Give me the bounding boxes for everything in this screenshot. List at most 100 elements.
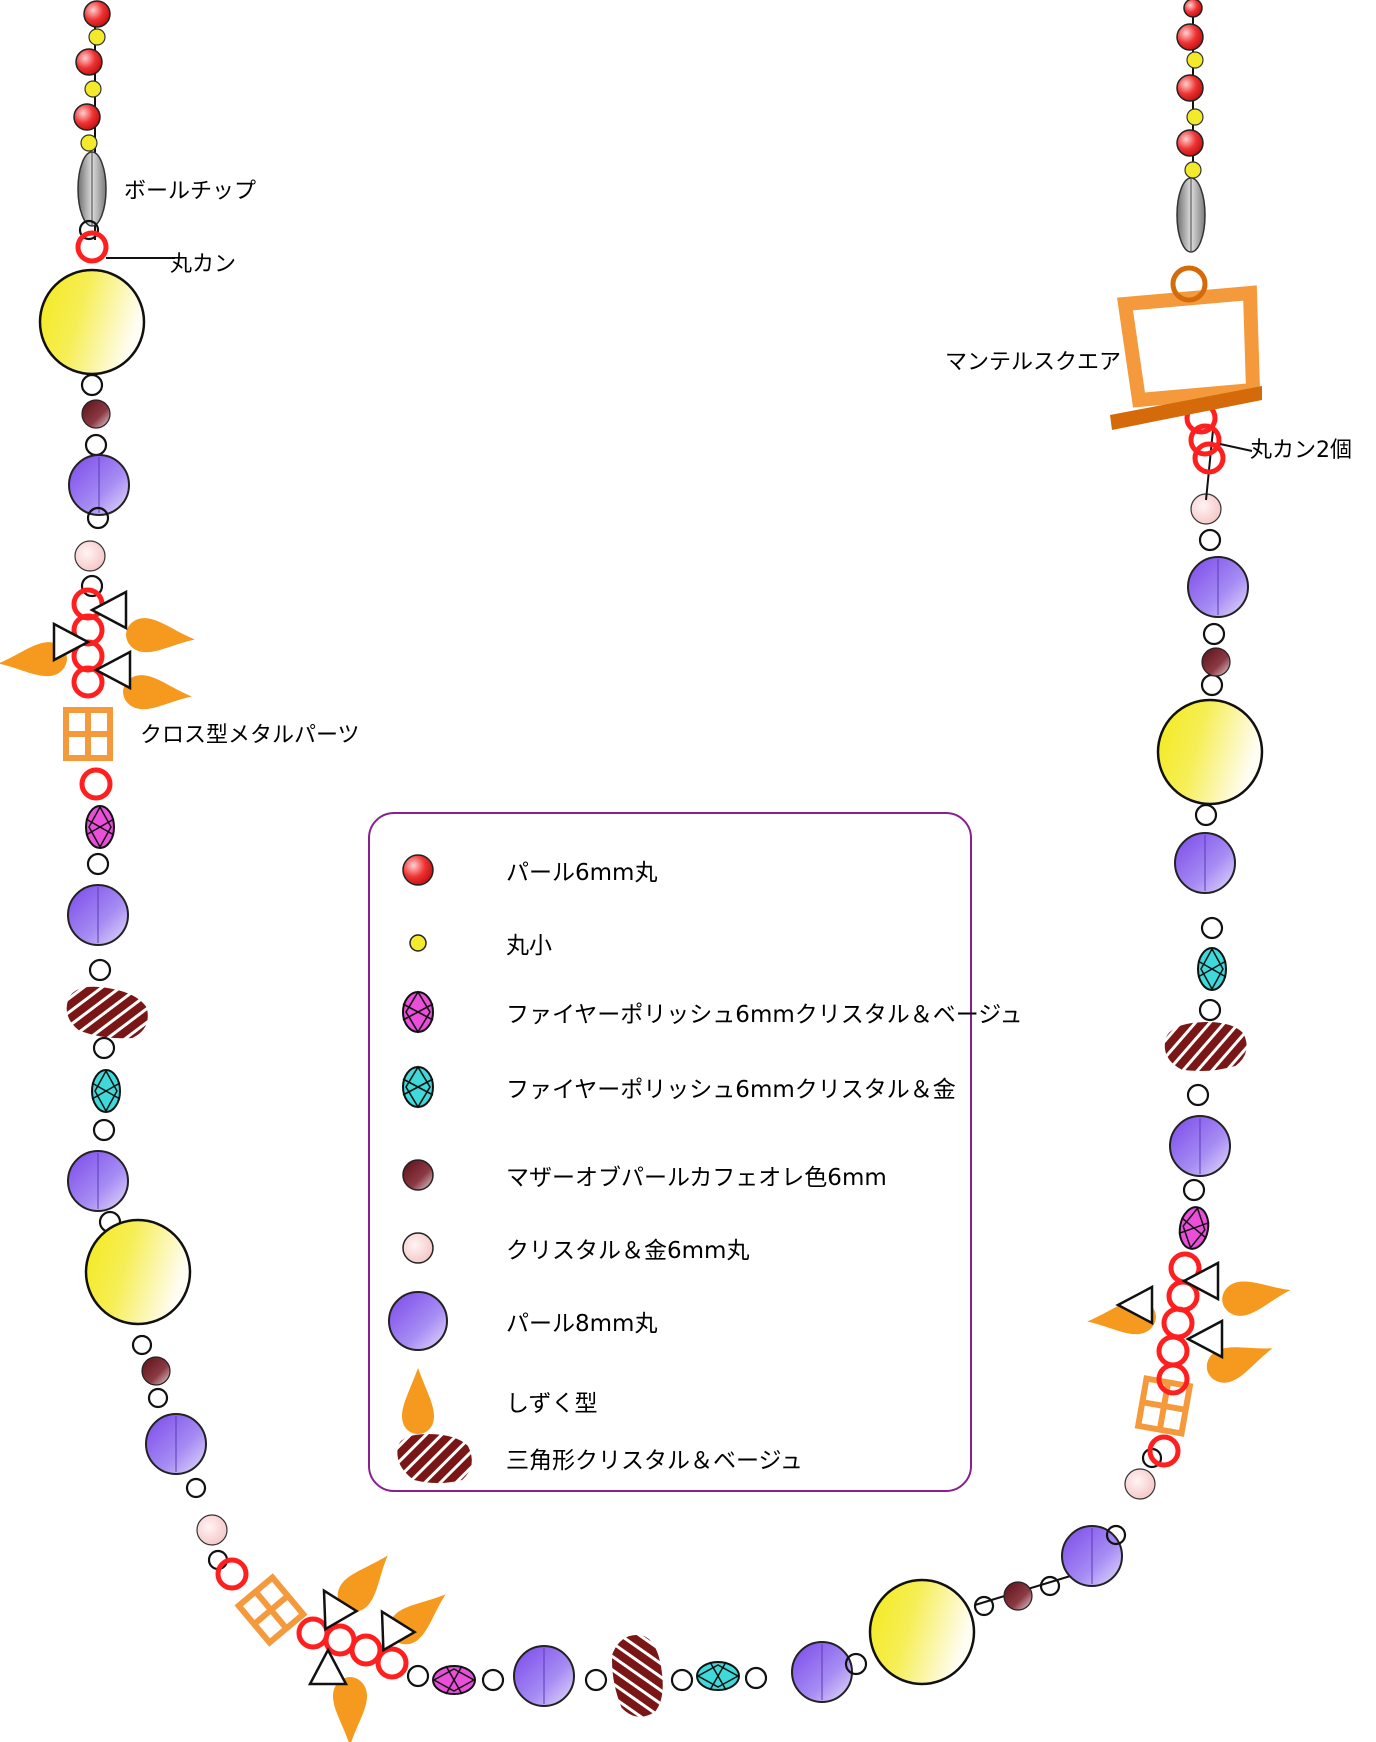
wire-loop <box>78 219 100 241</box>
wire-loop <box>1186 1083 1210 1107</box>
legend-item-crystal-gold: クリスタル＆金6mm丸 <box>370 1218 970 1278</box>
legend-item-fire-gold: ファイヤーポリッシュ6mmクリスタル＆金 <box>370 1057 970 1117</box>
white-triangle-charm <box>322 1588 360 1632</box>
white-triangle-charm <box>93 649 132 691</box>
purple-pearl-8mm <box>1061 1525 1123 1587</box>
crystal-gold-bead <box>196 1514 228 1546</box>
crystal-gold-bead <box>74 540 106 572</box>
wire-loop <box>86 852 110 876</box>
legend-item-pearl6: パール6mm丸 <box>370 840 970 900</box>
white-triangle-charm <box>1115 1284 1154 1326</box>
wire-loop <box>744 1666 768 1690</box>
wire-loop <box>92 1036 116 1060</box>
pink-faceted-bead <box>85 805 115 849</box>
wire-loop <box>84 433 108 457</box>
mother-of-pearl-bead <box>1201 647 1231 677</box>
pink-faceted-bead <box>432 1665 476 1695</box>
cross-metal-part <box>234 1573 308 1647</box>
purple-pearl-icon <box>388 1291 448 1351</box>
jump-ring <box>375 1646 409 1680</box>
legend-item-mop: マザーオブパールカフェオレ色6mm <box>370 1145 970 1205</box>
red-pearl-6mm <box>1176 74 1204 102</box>
wire-loop <box>1182 1178 1206 1202</box>
red-pearl-6mm <box>1183 0 1203 18</box>
wire-loop <box>86 506 110 530</box>
striped-triangle-bead-icon <box>397 1434 472 1483</box>
legend-label-mop: マザーオブパールカフェオレ色6mm <box>506 1165 887 1191</box>
wire-loop <box>973 1595 995 1617</box>
orange-drop-bead <box>126 618 195 653</box>
wire-loop <box>1200 916 1224 940</box>
mother-of-pearl-bead <box>141 1356 171 1386</box>
striped-triangle-bead <box>1164 1022 1247 1072</box>
callout-mantel-square: マンテルスクエア <box>945 350 1122 375</box>
orange-drop-bead <box>0 642 67 677</box>
wire-loop <box>1202 622 1226 646</box>
legend-item-pearl8: パール8mm丸 <box>370 1291 970 1351</box>
ball-tip <box>77 151 107 227</box>
red-pearl-6mm <box>1176 129 1204 157</box>
cyan-faceted-bead <box>696 1661 740 1691</box>
red-pearl-6mm <box>83 0 111 28</box>
yellow-seed-bead-icon <box>409 934 427 952</box>
callout-cross-metal: クロス型メタルパーツ <box>140 723 360 748</box>
mantel-square-clasp <box>1110 285 1262 430</box>
red-pearl-6mm <box>73 103 101 131</box>
yellow-big-bead <box>84 1218 192 1326</box>
wire-loop <box>670 1668 694 1692</box>
yellow-seed-bead <box>1184 161 1202 179</box>
legend-item-small-round: 丸小 <box>370 913 970 973</box>
wire-loop <box>1105 1524 1127 1546</box>
callout-ball-tip: ボールチップ <box>124 179 257 204</box>
white-triangle-charm <box>89 589 128 631</box>
wire-loop <box>1198 528 1222 552</box>
jump-ring <box>1156 1334 1190 1368</box>
white-triangle-charm <box>52 621 91 663</box>
legend-label-fire-gold: ファイヤーポリッシュ6mmクリスタル＆金 <box>506 1077 956 1103</box>
yellow-seed-bead <box>1186 108 1204 126</box>
wire <box>1205 419 1215 501</box>
wire-loop <box>92 1118 116 1142</box>
legend-label-crystal-gold: クリスタル＆金6mm丸 <box>506 1238 750 1264</box>
purple-pearl-8mm <box>791 1641 853 1703</box>
white-triangle-charm <box>1185 1318 1224 1360</box>
red-pearl-6mm <box>75 48 103 76</box>
wire-loop <box>1198 998 1222 1022</box>
cyan-faceted-bead-icon <box>402 1065 434 1109</box>
ball-tip <box>1176 177 1206 253</box>
orange-drop-bead <box>337 1555 388 1612</box>
purple-pearl-8mm <box>145 1413 207 1475</box>
legend-label-triangle: 三角形クリスタル＆ベージュ <box>506 1448 803 1474</box>
orange-drop-bead <box>1222 1281 1291 1316</box>
legend-item-triangle: 三角形クリスタル＆ベージュ <box>370 1426 970 1490</box>
wire-loop <box>80 373 104 397</box>
legend-item-fire-beige: ファイヤーポリッシュ6mmクリスタル＆ベージュ <box>370 982 1023 1042</box>
wire-loop <box>185 1477 207 1499</box>
red-pearl-icon <box>402 854 434 886</box>
leader-line <box>1219 443 1253 452</box>
brown-pearl-icon <box>402 1159 434 1191</box>
jump-ring <box>215 1557 249 1591</box>
yellow-seed-bead <box>84 80 102 98</box>
purple-pearl-8mm <box>68 454 130 516</box>
jump-ring <box>1188 423 1222 457</box>
pink-faceted-bead <box>1178 1206 1210 1250</box>
orange-drop-bead <box>123 675 192 710</box>
pink-crystal-bead-icon <box>402 1232 434 1264</box>
red-pearl-6mm <box>1176 23 1204 51</box>
wire-loop <box>1200 673 1224 697</box>
legend-item-drop: しずく型 <box>370 1366 970 1436</box>
crystal-gold-bead <box>1124 1468 1156 1500</box>
cyan-faceted-bead <box>1197 947 1227 991</box>
purple-pearl-8mm <box>1174 832 1236 894</box>
yellow-big-bead <box>868 1578 976 1686</box>
pink-faceted-bead-icon <box>402 990 434 1034</box>
legend-label-pearl6: パール6mm丸 <box>506 860 658 886</box>
white-triangle-charm <box>380 1609 418 1653</box>
cross-metal-part <box>63 707 113 761</box>
jump-ring <box>1147 1434 1181 1468</box>
white-triangle-charm <box>307 1647 349 1686</box>
mother-of-pearl-bead <box>81 399 111 429</box>
wire-loop <box>147 1387 169 1409</box>
